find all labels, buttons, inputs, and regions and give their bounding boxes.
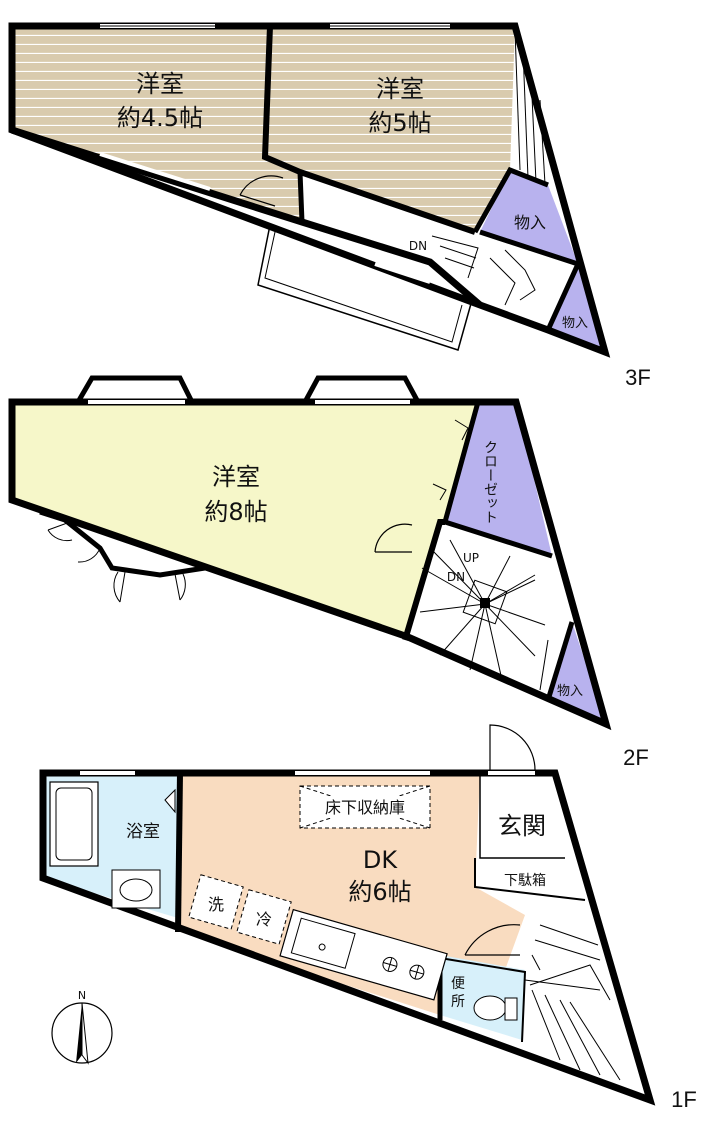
stair-2f-dn: DN	[447, 570, 465, 584]
toilet-label-2: 所	[451, 994, 465, 1010]
floor-1f-label: 1F	[671, 1087, 697, 1112]
fridge-space	[236, 889, 292, 945]
toilet-bowl	[473, 995, 507, 1021]
room-2f	[12, 402, 478, 637]
room-2f-name: 洋室	[212, 463, 260, 491]
shoebox-label: 下駄箱	[504, 873, 546, 889]
stair-2f-up: UP	[463, 551, 479, 565]
closet-2f-label: クローゼット	[482, 440, 498, 524]
room-3f-west-size: 約4.5帖	[117, 104, 203, 132]
north-compass-icon: N	[51, 989, 113, 1065]
storage-3f-b	[548, 264, 605, 352]
floor-2f: 洋室 約8帖 クローゼット UP DN 物入 2F	[8, 375, 649, 770]
floor-3f: 洋室 約4.5帖 洋室 約5帖 物入 物入 DN 3F	[8, 22, 651, 390]
bathtub	[49, 781, 99, 867]
dk-name: DK	[363, 846, 398, 874]
room-3f-east-size: 約5帖	[368, 109, 431, 137]
underfloor-storage-label: 床下収納庫	[325, 798, 405, 817]
north-label: N	[78, 989, 86, 1002]
dk-size: 約6帖	[348, 878, 411, 906]
toilet-label-1: 便	[451, 976, 465, 992]
stair-3f-label: DN	[409, 239, 427, 253]
storage-2f-label: 物入	[557, 684, 583, 699]
washer-label: 洗	[208, 895, 224, 914]
bathroom-label: 浴室	[126, 822, 160, 842]
storage-3f-b-label: 物入	[562, 316, 588, 331]
stove	[382, 956, 425, 980]
storage-3f-a	[480, 170, 578, 264]
floor-3f-label: 3F	[625, 365, 651, 390]
storage-3f-a-label: 物入	[514, 213, 546, 232]
storage-2f	[548, 622, 606, 724]
wash-basin	[111, 869, 161, 909]
room-3f-east-name: 洋室	[376, 75, 424, 103]
floor-1f: 浴室 床下収納庫 DK 約6帖 洗 冷 玄関 下駄箱 便 所 1F	[39, 724, 697, 1112]
fridge-label: 冷	[256, 910, 272, 929]
floor-2f-label: 2F	[623, 745, 649, 770]
room-2f-size: 約8帖	[204, 498, 267, 526]
washer-space	[188, 874, 244, 930]
sink	[290, 917, 356, 969]
entrance-label: 玄関	[498, 812, 546, 840]
room-3f-west-name: 洋室	[136, 70, 184, 98]
room-3f-west	[12, 26, 302, 222]
closet-2f	[445, 402, 552, 556]
balcony	[257, 224, 473, 351]
